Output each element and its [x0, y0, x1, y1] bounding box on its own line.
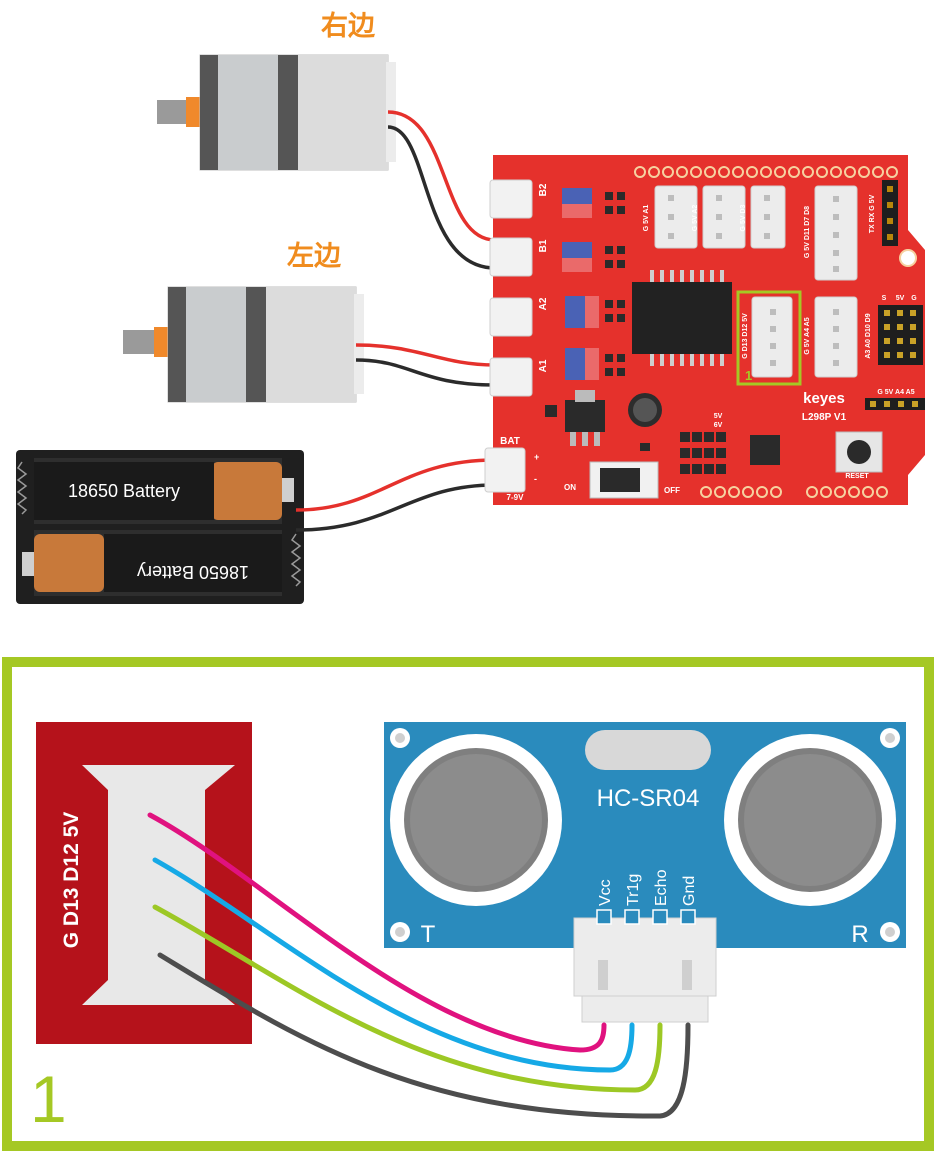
pin-trig-label: Tr1g [625, 874, 642, 906]
port-bat-plus-label: + [534, 452, 539, 462]
board-brand-label: keyes [803, 390, 845, 407]
wire-d12-trig [152, 857, 635, 1073]
transmitter-letter: T [421, 921, 436, 948]
header-label-d9: A3 A0 D10 D9 [865, 313, 872, 358]
sensor-name: HC-SR04 [597, 785, 700, 812]
wire-5v-vcc [147, 812, 607, 1053]
highlight-number: 1 [745, 368, 752, 383]
pin-gnd-label: Gnd [681, 876, 698, 906]
connector-pin-labels: G D13 D12 5V [60, 812, 83, 949]
motor-left-wires [355, 343, 496, 387]
battery-cell-top-label: 18650 Battery [68, 481, 180, 501]
header-label-d13: G D13 D12 5V [742, 313, 749, 359]
switch-off-label: OFF [664, 486, 680, 495]
motor-right [157, 54, 396, 171]
switch-on-label: ON [564, 483, 576, 492]
header-label-i2c: G 5V A4 A5 [877, 389, 914, 396]
header-label-d3: G 5V D3 [740, 204, 747, 231]
port-bat-range-label: 7-9V [507, 493, 525, 502]
hc-sr04-sensor [384, 722, 906, 1023]
pin-vcc-label: Vcc [597, 879, 614, 906]
motor-left [123, 286, 364, 403]
wire-g-gnd [157, 952, 691, 1119]
header-label-a2: G 5V A2 [692, 205, 699, 232]
header-label-spi-g: G [911, 295, 917, 302]
pin-echo-label: Echo [653, 869, 670, 906]
port-bat-minus-label: - [534, 474, 537, 484]
header-label-txrx: TX RX G 5V [869, 194, 876, 233]
board-connector-detail [36, 722, 252, 1044]
header-label-a1: G 5V A1 [643, 205, 650, 232]
detail-number: 1 [30, 1062, 67, 1136]
battery-pack [16, 450, 304, 604]
header-label-spi-s: S [882, 295, 887, 302]
battery-wires [295, 458, 496, 532]
right-side-label: 右边 [321, 11, 376, 42]
board-model-label: L298P V1 [802, 412, 847, 423]
wire-d13-echo [152, 904, 663, 1093]
port-bat-label: BAT [500, 436, 520, 447]
port-b1-label: B1 [538, 239, 549, 252]
l298p-shield [484, 155, 925, 505]
left-side-label: 左边 [287, 241, 342, 272]
detail-frame [2, 657, 934, 1151]
volt-5v-label: 5V [714, 413, 723, 420]
reset-label: RESET [845, 473, 869, 480]
motor-right-wires [387, 110, 496, 270]
port-a2-label: A2 [538, 297, 549, 310]
port-a1-label: A1 [538, 359, 549, 372]
receiver-letter: R [851, 921, 868, 948]
port-b2-label: B2 [538, 183, 549, 196]
volt-6v-label: 6V [714, 422, 723, 429]
battery-cell-bottom-label: 18650 Battery [137, 562, 249, 582]
header-label-a5: G 5V A4 A5 [804, 317, 811, 354]
header-label-spi-5v: 5V [896, 295, 905, 302]
header-label-d8: G 5V D11 D7 D8 [804, 206, 811, 258]
sensor-wires [147, 812, 691, 1119]
